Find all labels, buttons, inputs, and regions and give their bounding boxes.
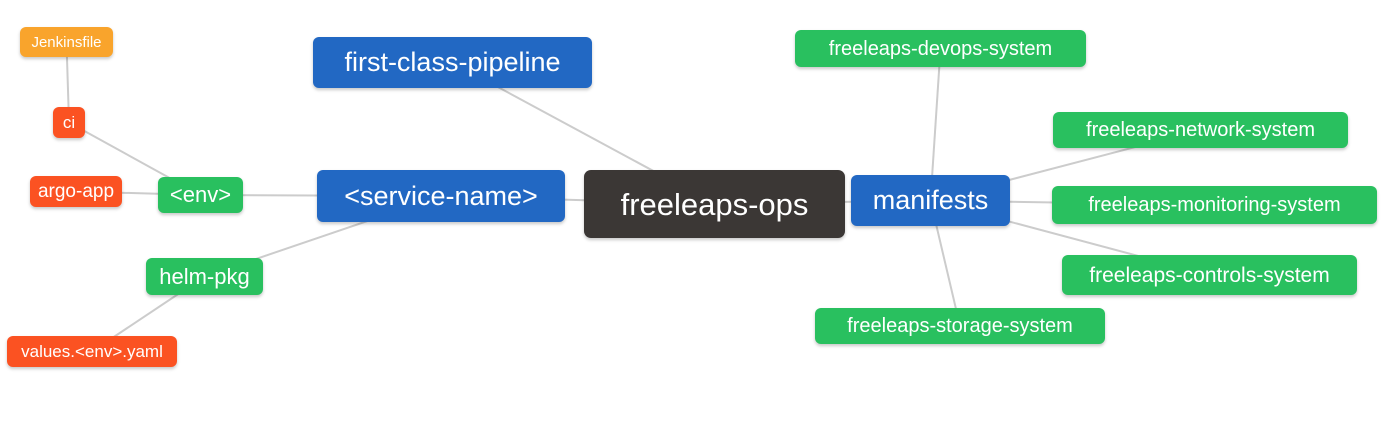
node-manifests[interactable]: manifests <box>851 175 1010 226</box>
node-freeleaps-ops-root[interactable]: freeleaps-ops <box>584 170 845 238</box>
node-freeleaps-network-system[interactable]: freeleaps-network-system <box>1053 112 1348 148</box>
node-jenkinsfile[interactable]: Jenkinsfile <box>20 27 113 57</box>
node-service-name[interactable]: <service-name> <box>317 170 565 222</box>
node-argo-app[interactable]: argo-app <box>30 176 122 207</box>
node-freeleaps-monitoring-system[interactable]: freeleaps-monitoring-system <box>1052 186 1377 224</box>
node-freeleaps-storage-system[interactable]: freeleaps-storage-system <box>815 308 1105 344</box>
node-values-env-yaml[interactable]: values.<env>.yaml <box>7 336 177 367</box>
node-freeleaps-devops-system[interactable]: freeleaps-devops-system <box>795 30 1086 67</box>
node-ci[interactable]: ci <box>53 107 85 138</box>
node-env[interactable]: <env> <box>158 177 243 213</box>
node-helm-pkg[interactable]: helm-pkg <box>146 258 263 295</box>
node-freeleaps-controls-system[interactable]: freeleaps-controls-system <box>1062 255 1357 295</box>
node-first-class-pipeline[interactable]: first-class-pipeline <box>313 37 592 88</box>
